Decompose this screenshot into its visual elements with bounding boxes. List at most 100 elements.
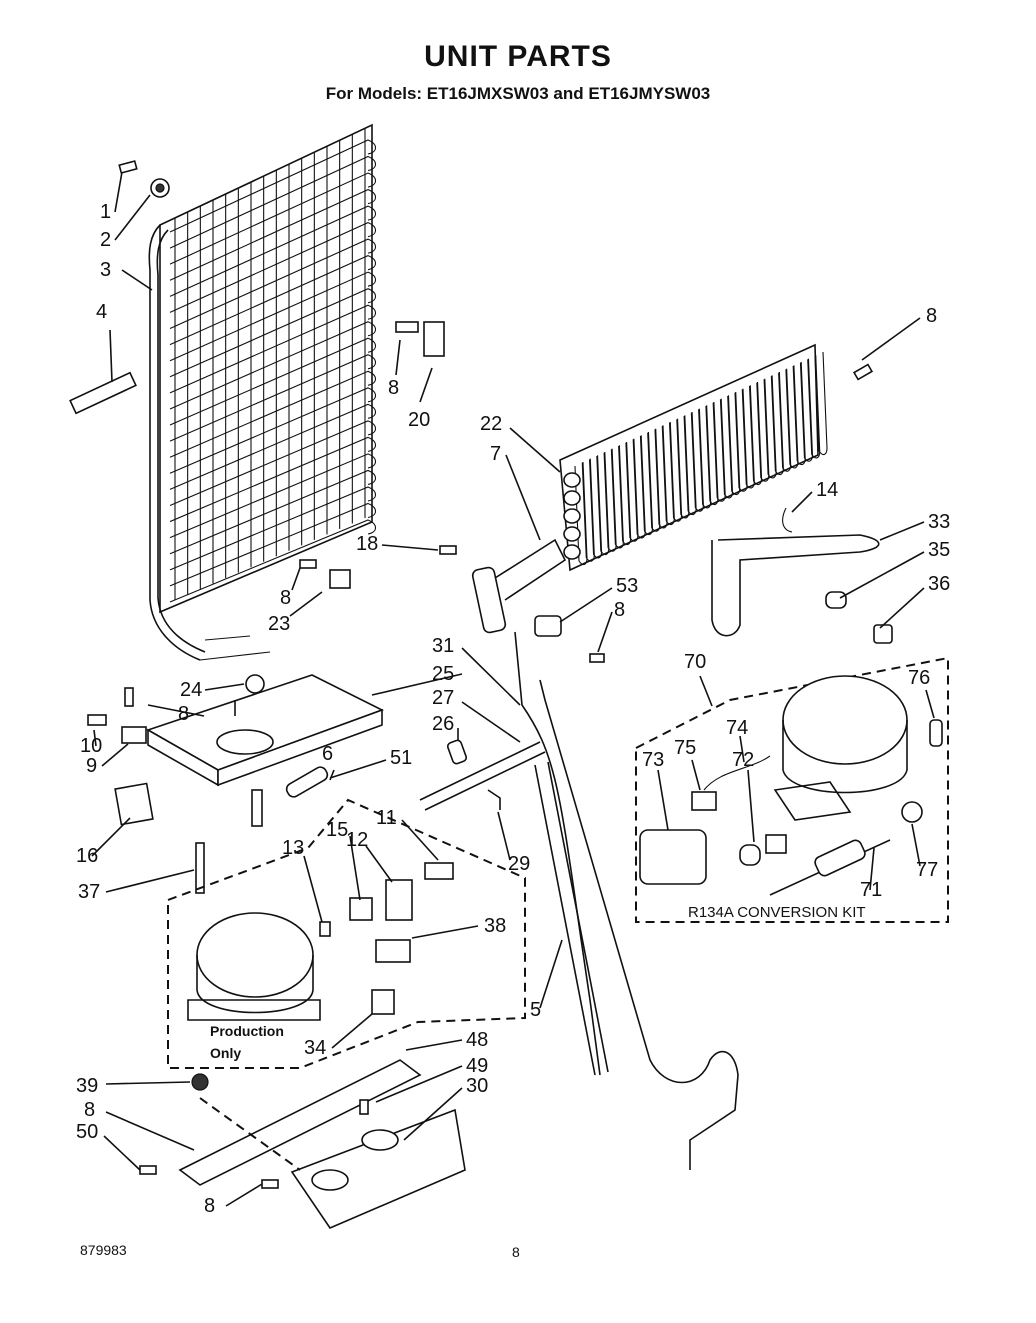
leader-line xyxy=(461,701,521,743)
callout-number: 23 xyxy=(268,613,290,635)
leader-line xyxy=(105,1111,195,1151)
callout-number: 8 xyxy=(204,1195,215,1217)
leader-line xyxy=(419,367,433,403)
callout-number: 13 xyxy=(282,837,304,859)
callout-number: 37 xyxy=(78,881,100,903)
callout-number: 36 xyxy=(928,573,950,595)
callout-labels: 1234820822714333536185388233125248272670… xyxy=(76,201,950,1217)
leader-line xyxy=(911,823,921,867)
callout-number: 39 xyxy=(76,1075,98,1097)
callout-number: 12 xyxy=(346,829,368,851)
callout-number: 18 xyxy=(356,533,378,555)
conversion-kit xyxy=(635,656,949,923)
condenser-hardware xyxy=(69,160,445,589)
leader-line xyxy=(93,729,97,747)
page-subtitle: For Models: ET16JMXSW03 and ET16JMYSW03 xyxy=(325,84,711,103)
callout-number: 38 xyxy=(484,915,506,937)
leader-line xyxy=(291,567,301,591)
callout-number: 73 xyxy=(642,749,664,771)
leader-line xyxy=(699,675,713,707)
document-number: 879983 xyxy=(80,1242,127,1258)
callout-number: 27 xyxy=(432,687,454,709)
leader-line xyxy=(539,939,563,1009)
callout-number: 8 xyxy=(614,599,625,621)
callout-number: 72 xyxy=(732,749,754,771)
callout-number: 26 xyxy=(432,713,454,735)
page-title: UNIT PARTS xyxy=(424,40,612,73)
leader-line xyxy=(461,647,521,706)
callout-number: 71 xyxy=(860,879,882,901)
callout-number: 8 xyxy=(388,377,399,399)
callout-number: 31 xyxy=(432,635,454,657)
callout-number: 11 xyxy=(376,807,397,829)
callout-number: 75 xyxy=(674,737,696,759)
leader-line xyxy=(559,587,613,623)
leader-line xyxy=(121,269,153,291)
callout-number: 6 xyxy=(322,743,333,765)
callout-number: 25 xyxy=(432,663,454,685)
callout-number: 7 xyxy=(490,443,501,465)
leader-line xyxy=(739,735,745,763)
callout-number: 3 xyxy=(100,259,111,281)
leader-line xyxy=(365,845,393,883)
leader-line xyxy=(381,544,439,551)
callout-number: 20 xyxy=(408,409,430,431)
conversion-kit-label: R134A CONVERSION KIT xyxy=(688,904,866,921)
callout-number: 4 xyxy=(96,301,107,323)
callout-number: 53 xyxy=(616,575,638,597)
leader-line xyxy=(91,817,131,857)
callout-number: 8 xyxy=(178,703,189,725)
page-number: 8 xyxy=(512,1244,520,1260)
leader-line xyxy=(791,491,813,513)
leader-line xyxy=(509,427,561,473)
leader-line xyxy=(371,673,463,696)
leader-line xyxy=(395,339,401,376)
leader-line xyxy=(405,1039,463,1051)
refrigerant-tubes xyxy=(514,631,739,1170)
leader-line xyxy=(401,819,439,861)
callout-number: 48 xyxy=(466,1029,488,1051)
compressor-base xyxy=(139,1059,466,1229)
callout-number: 15 xyxy=(326,819,348,841)
callout-number: 8 xyxy=(84,1099,95,1121)
leader-line xyxy=(747,769,755,843)
callout-number: 8 xyxy=(926,305,937,327)
leader-line xyxy=(225,1183,263,1207)
leader-line xyxy=(411,925,479,939)
leader-line xyxy=(114,194,151,241)
callout-number: 5 xyxy=(530,999,541,1021)
callout-number: 1 xyxy=(100,201,111,223)
leader-line xyxy=(105,869,195,893)
leader-line xyxy=(109,329,113,383)
drain-pan xyxy=(146,674,385,827)
callout-number: 34 xyxy=(304,1037,326,1059)
leader-line xyxy=(303,855,323,923)
callout-number: 51 xyxy=(390,747,412,769)
callout-number: 49 xyxy=(466,1055,488,1077)
leader-line xyxy=(691,759,701,791)
callout-number: 70 xyxy=(684,651,706,673)
callout-number: 35 xyxy=(928,539,950,561)
leader-line xyxy=(657,769,669,831)
leader-line xyxy=(869,847,875,891)
compressor-production xyxy=(167,798,526,1069)
leader-line xyxy=(204,683,245,691)
production-note-line1: Production xyxy=(210,1023,284,1039)
accumulator-bracket xyxy=(439,538,605,663)
leader-line xyxy=(505,454,541,541)
leader-line xyxy=(101,743,129,767)
leader-line xyxy=(105,1081,191,1085)
leader-line xyxy=(147,704,205,717)
left-hardware xyxy=(87,687,209,1091)
leader-line xyxy=(289,591,323,617)
callout-number: 24 xyxy=(180,679,202,701)
callout-number: 16 xyxy=(76,845,98,867)
condenser-coil xyxy=(148,123,377,661)
leader-line xyxy=(597,611,613,653)
tube-parts xyxy=(285,739,546,811)
production-note-line2: Only xyxy=(210,1045,241,1061)
leader-line xyxy=(329,759,387,779)
callout-number: 33 xyxy=(928,511,950,533)
callout-number: 2 xyxy=(100,229,111,251)
